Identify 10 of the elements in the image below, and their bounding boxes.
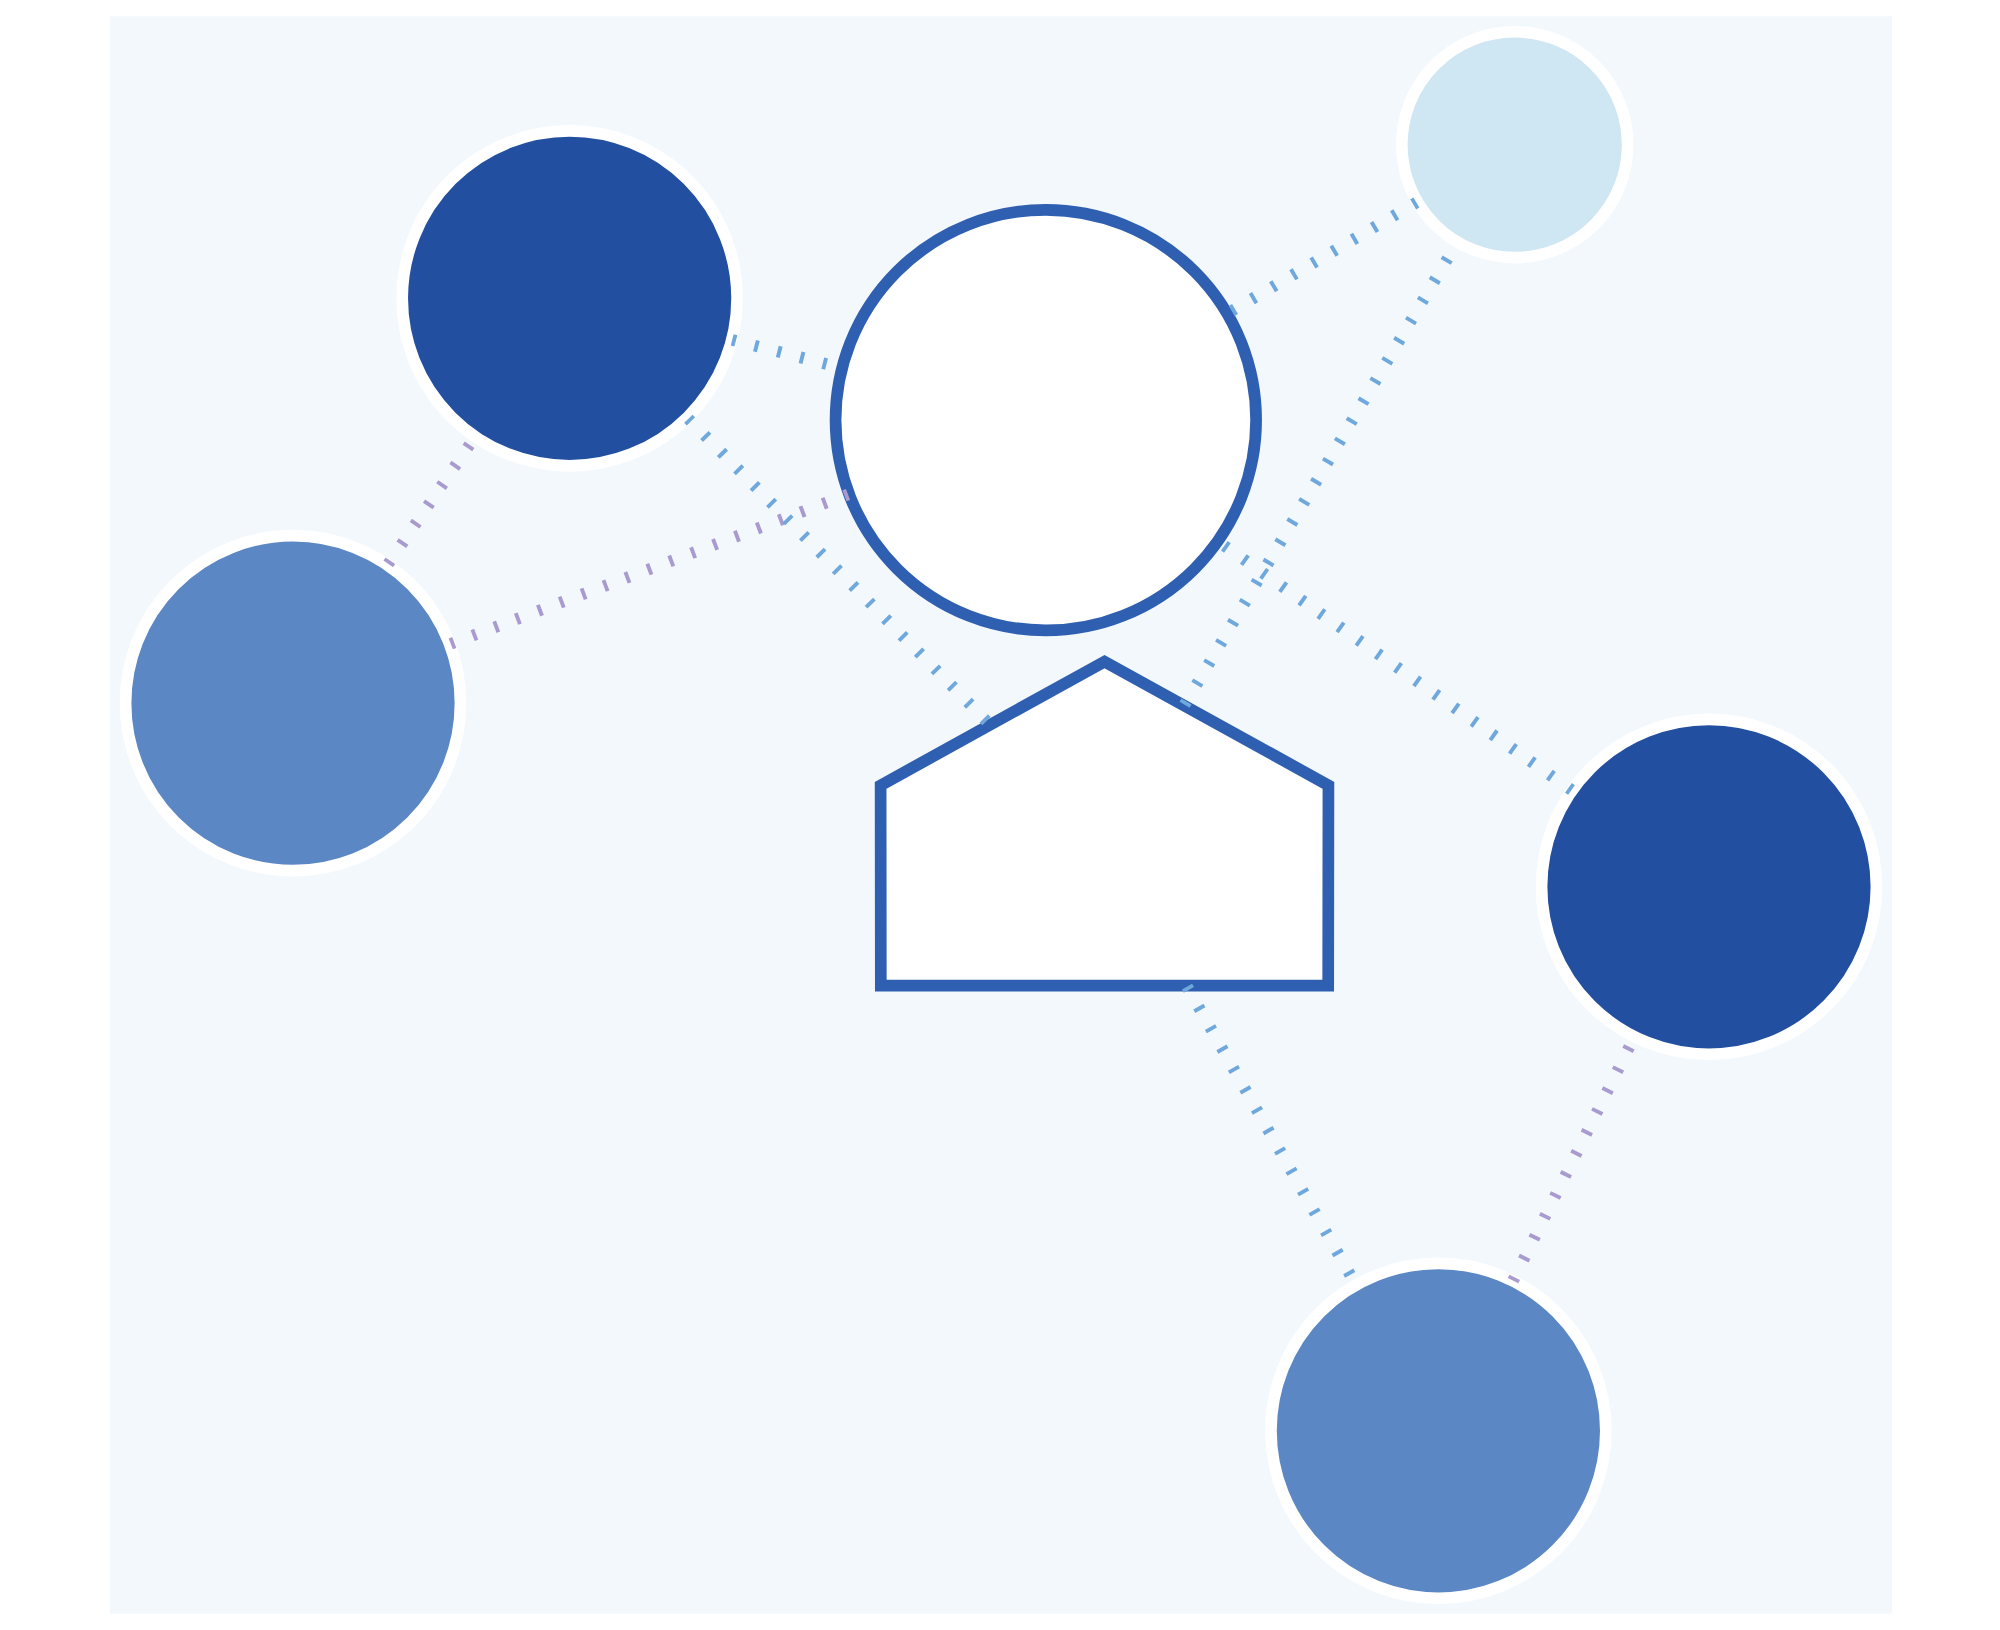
node-circle (1264, 1257, 1611, 1605)
node-circle (1394, 25, 1633, 264)
node-house (873, 654, 1334, 992)
node-circle (118, 529, 466, 877)
connector (683, 414, 993, 729)
node-circle (395, 125, 742, 472)
connector (447, 489, 850, 650)
node-circle (1534, 713, 1882, 1061)
node-circle (828, 204, 1261, 637)
connector (1223, 197, 1419, 319)
